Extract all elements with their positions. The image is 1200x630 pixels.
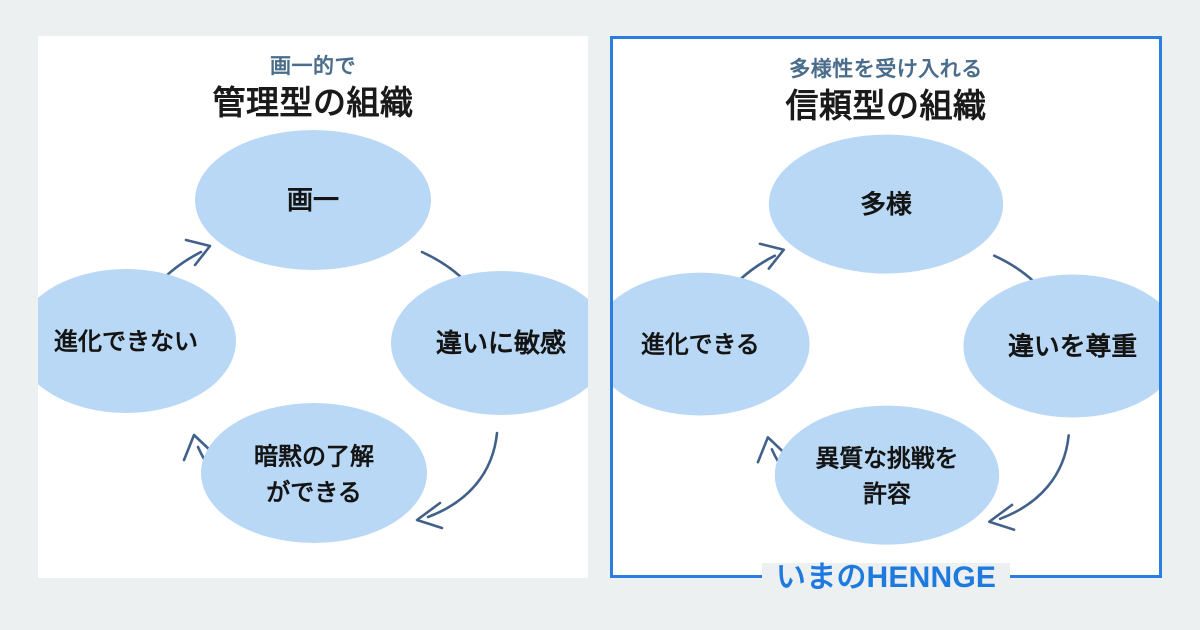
node-bottom-label-line2: ができる [266, 478, 362, 506]
node-left: 進化できない [38, 269, 236, 413]
panel-right-headings: 多様性を受け入れる 信頼型の組織 [613, 57, 1159, 128]
node-top: 画一 [195, 130, 431, 270]
cycle-diagram-left: 画一 違いに敏感 暗黙の了解 ができる 進化できない [38, 128, 588, 568]
panel-right-subheading: 多様性を受け入れる [789, 58, 983, 81]
node-bottom: 異質な挑戦を 許容 [774, 405, 1000, 545]
node-top-label: 多様 [860, 189, 912, 219]
node-bottom-label-line1: 暗黙の了解 [254, 442, 374, 470]
node-bottom-label-line2: 許容 [863, 480, 911, 508]
panel-right-heading: 信頼型の組織 [785, 87, 987, 125]
node-left: 進化できる [613, 272, 810, 416]
arrow-right-to-bottom [987, 434, 1070, 531]
panel-left-subheading: 画一的で [270, 55, 356, 78]
cycle-diagram-right: 多様 違いを尊重 異質な挑戦を 許容 進化できる [613, 131, 1159, 571]
panel-managed-organization: 画一的で 管理型の組織 [38, 36, 588, 578]
cycle-svg-right: 多様 違いを尊重 異質な挑戦を 許容 進化できる [613, 134, 1159, 545]
cycle-svg-left: 画一 違いに敏感 暗黙の了解 ができる 進化できない [38, 130, 588, 543]
node-bottom-label-line1: 異質な挑戦を [816, 445, 959, 472]
panel-left-headings: 画一的で 管理型の組織 [38, 54, 588, 125]
node-left-label: 進化できない [54, 328, 198, 355]
node-bottom: 暗黙の了解 ができる [201, 403, 427, 543]
arrow-right-to-bottom [415, 431, 499, 530]
node-top: 多様 [768, 134, 1004, 274]
node-right-label: 違いに敏感 [436, 328, 566, 358]
node-top-label: 画一 [287, 185, 339, 215]
panel-left-heading: 管理型の組織 [212, 84, 414, 122]
node-right-label: 違いを尊重 [1008, 331, 1137, 361]
node-right: 違いを尊重 [963, 274, 1159, 418]
node-right: 違いに敏感 [391, 271, 588, 415]
node-left-label: 進化できる [641, 331, 760, 358]
panel-trust-organization: 多様性を受け入れる 信頼型の組織 [610, 36, 1162, 578]
